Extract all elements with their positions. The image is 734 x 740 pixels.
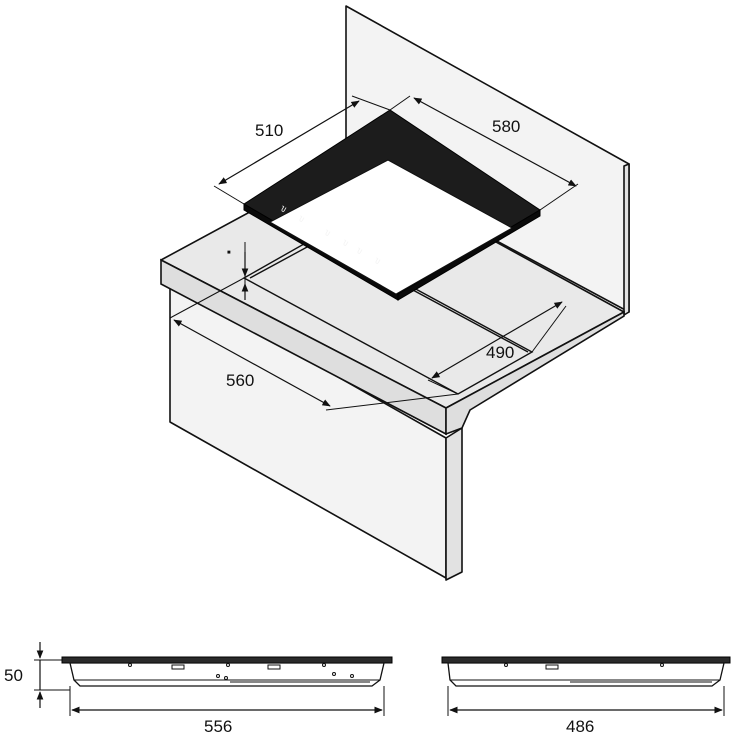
isometric-view: Ⴎ Ⴎ Ⴎ Ⴎ Ⴎ Ⴎ ■ 510 580	[160, 5, 630, 581]
dimension-label: 556	[204, 717, 232, 736]
glass-plate	[441, 656, 731, 664]
dimension-label: 490	[486, 343, 514, 362]
dimension-label: 50	[4, 666, 23, 685]
countertop-right-edge	[445, 310, 625, 436]
control-symbol: Ⴎ	[373, 257, 381, 266]
dimension-580: 580	[389, 95, 579, 211]
hob-profile-body	[447, 662, 725, 687]
control-symbol: Ⴎ	[323, 229, 331, 238]
control-symbol: Ⴎ	[297, 215, 305, 224]
cabinet-side-panel	[445, 427, 463, 581]
glass-plate	[61, 656, 393, 664]
control-panel: Ⴎ Ⴎ Ⴎ Ⴎ Ⴎ Ⴎ	[279, 205, 381, 266]
dimension-510: 510	[213, 95, 391, 205]
profile-view-front: 50 556	[4, 642, 393, 736]
profile-view-side: 486	[441, 656, 731, 736]
dimension-label: 510	[255, 121, 283, 140]
back-wall-side	[623, 163, 630, 316]
dimension-490: 490	[427, 301, 567, 395]
control-symbol: Ⴎ	[279, 205, 287, 214]
dimension-560: 560	[169, 277, 459, 411]
dimension-label: 560	[226, 371, 254, 390]
dimension-label: 486	[566, 717, 594, 736]
control-symbol: Ⴎ	[355, 247, 363, 256]
control-symbol: Ⴎ	[341, 239, 349, 248]
dimension-label: 580	[492, 117, 520, 136]
svg-text:■: ■	[227, 250, 231, 256]
